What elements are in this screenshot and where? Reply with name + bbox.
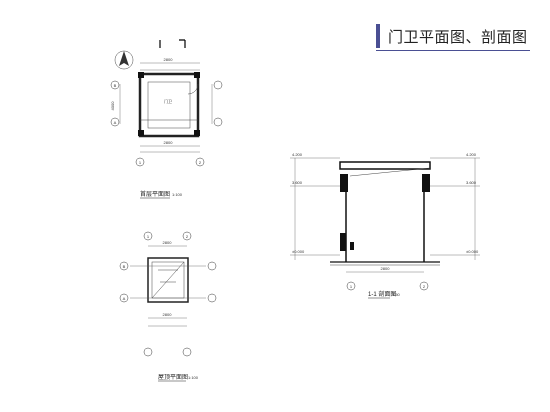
grid-bubble-a: A [114, 120, 117, 125]
room-label: 门卫 [164, 98, 172, 104]
elev-top-left: 4.200 [292, 152, 303, 157]
ground-plan-caption: 首层平面图 [140, 190, 170, 198]
grid-bubble-2: 2 [199, 160, 202, 165]
roof-plan-caption: 屋顶平面图 [158, 374, 188, 381]
elev-ground-right: ±0.000 [466, 249, 479, 254]
section-grid-bubble-2: 2 [423, 284, 426, 289]
elev-top-right: 4.200 [466, 152, 477, 157]
section-1-1: 4.200 3.600 ±0.000 4.200 3.600 ±0.000 [290, 152, 480, 299]
roof-grid-bubble-a: A [123, 296, 126, 301]
section-cut-marker [159, 39, 186, 48]
roof-dim-bottom: 2800 [163, 312, 173, 317]
grid-bubble-b: B [114, 83, 117, 88]
north-arrow-icon [114, 50, 134, 70]
ground-floor-plan: 2800 门卫 4000 B A [110, 39, 223, 199]
roof-grid-bubble-2: 2 [186, 234, 189, 239]
roof-grid-bubble-b: B [123, 264, 126, 269]
ground-plan-scale: 1:100 [172, 192, 183, 197]
header-underline [376, 50, 530, 51]
elev-roof-right: 3.600 [466, 180, 477, 185]
roof-dim-top: 2800 [163, 240, 173, 245]
dim-top-total: 2800 [164, 57, 174, 62]
roof-plan: 1 2 2800 B A 2800 屋顶平面图 1:100 [119, 231, 217, 382]
grid-bubble-1: 1 [139, 160, 142, 165]
roof-plan-scale: 1:100 [188, 375, 199, 380]
section-caption: 1-1 剖面图 [368, 290, 396, 298]
section-grid-bubble-1: 1 [350, 284, 353, 289]
dim-left: 4000 [110, 101, 115, 111]
header-accent-bar [376, 24, 380, 48]
elev-roof-left: 3.600 [292, 180, 303, 185]
section-dim-total: 2800 [381, 266, 391, 271]
dim-bottom-total: 2800 [164, 140, 174, 145]
sheet-title: 门卫平面图、剖面图 [388, 28, 528, 46]
elev-ground-left: ±0.000 [292, 249, 305, 254]
roof-grid-bubble-1: 1 [147, 234, 150, 239]
section-scale: 1:50 [392, 292, 401, 297]
